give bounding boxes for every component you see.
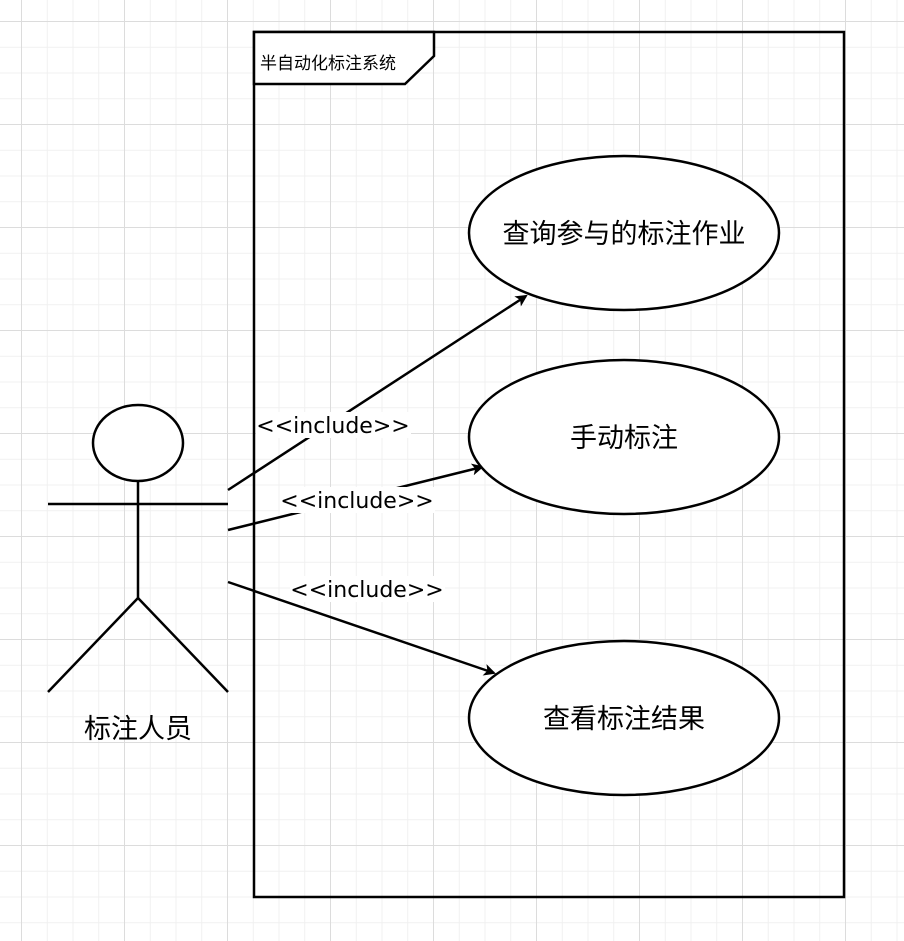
actor-name: 标注人员	[84, 714, 192, 745]
actor-head	[91, 403, 185, 483]
use-case-manual-annotation[interactable]	[467, 358, 781, 516]
use-case-label-3: 查看标注结果	[543, 704, 705, 735]
system-boundary[interactable]: 半自动化标注系统	[252, 30, 846, 899]
use-case-query-jobs[interactable]	[467, 154, 781, 312]
include-arrow-3[interactable]	[227, 580, 496, 676]
actor-right-leg	[137, 597, 229, 693]
actor[interactable]	[47, 403, 229, 693]
include-label-3: <<include>>	[290, 578, 443, 603]
include-label-2: <<include>>	[280, 489, 433, 514]
use-case-view-results[interactable]	[467, 639, 781, 797]
actor-left-leg	[47, 597, 139, 693]
system-title: 半自动化标注系统	[260, 54, 396, 74]
use-case-label-2: 手动标注	[570, 423, 678, 454]
include-label-1: <<include>>	[256, 414, 409, 439]
system-title-tab	[252, 30, 436, 86]
use-case-label-1: 查询参与的标注作业	[503, 219, 746, 250]
include-arrow-1[interactable]	[227, 294, 528, 492]
